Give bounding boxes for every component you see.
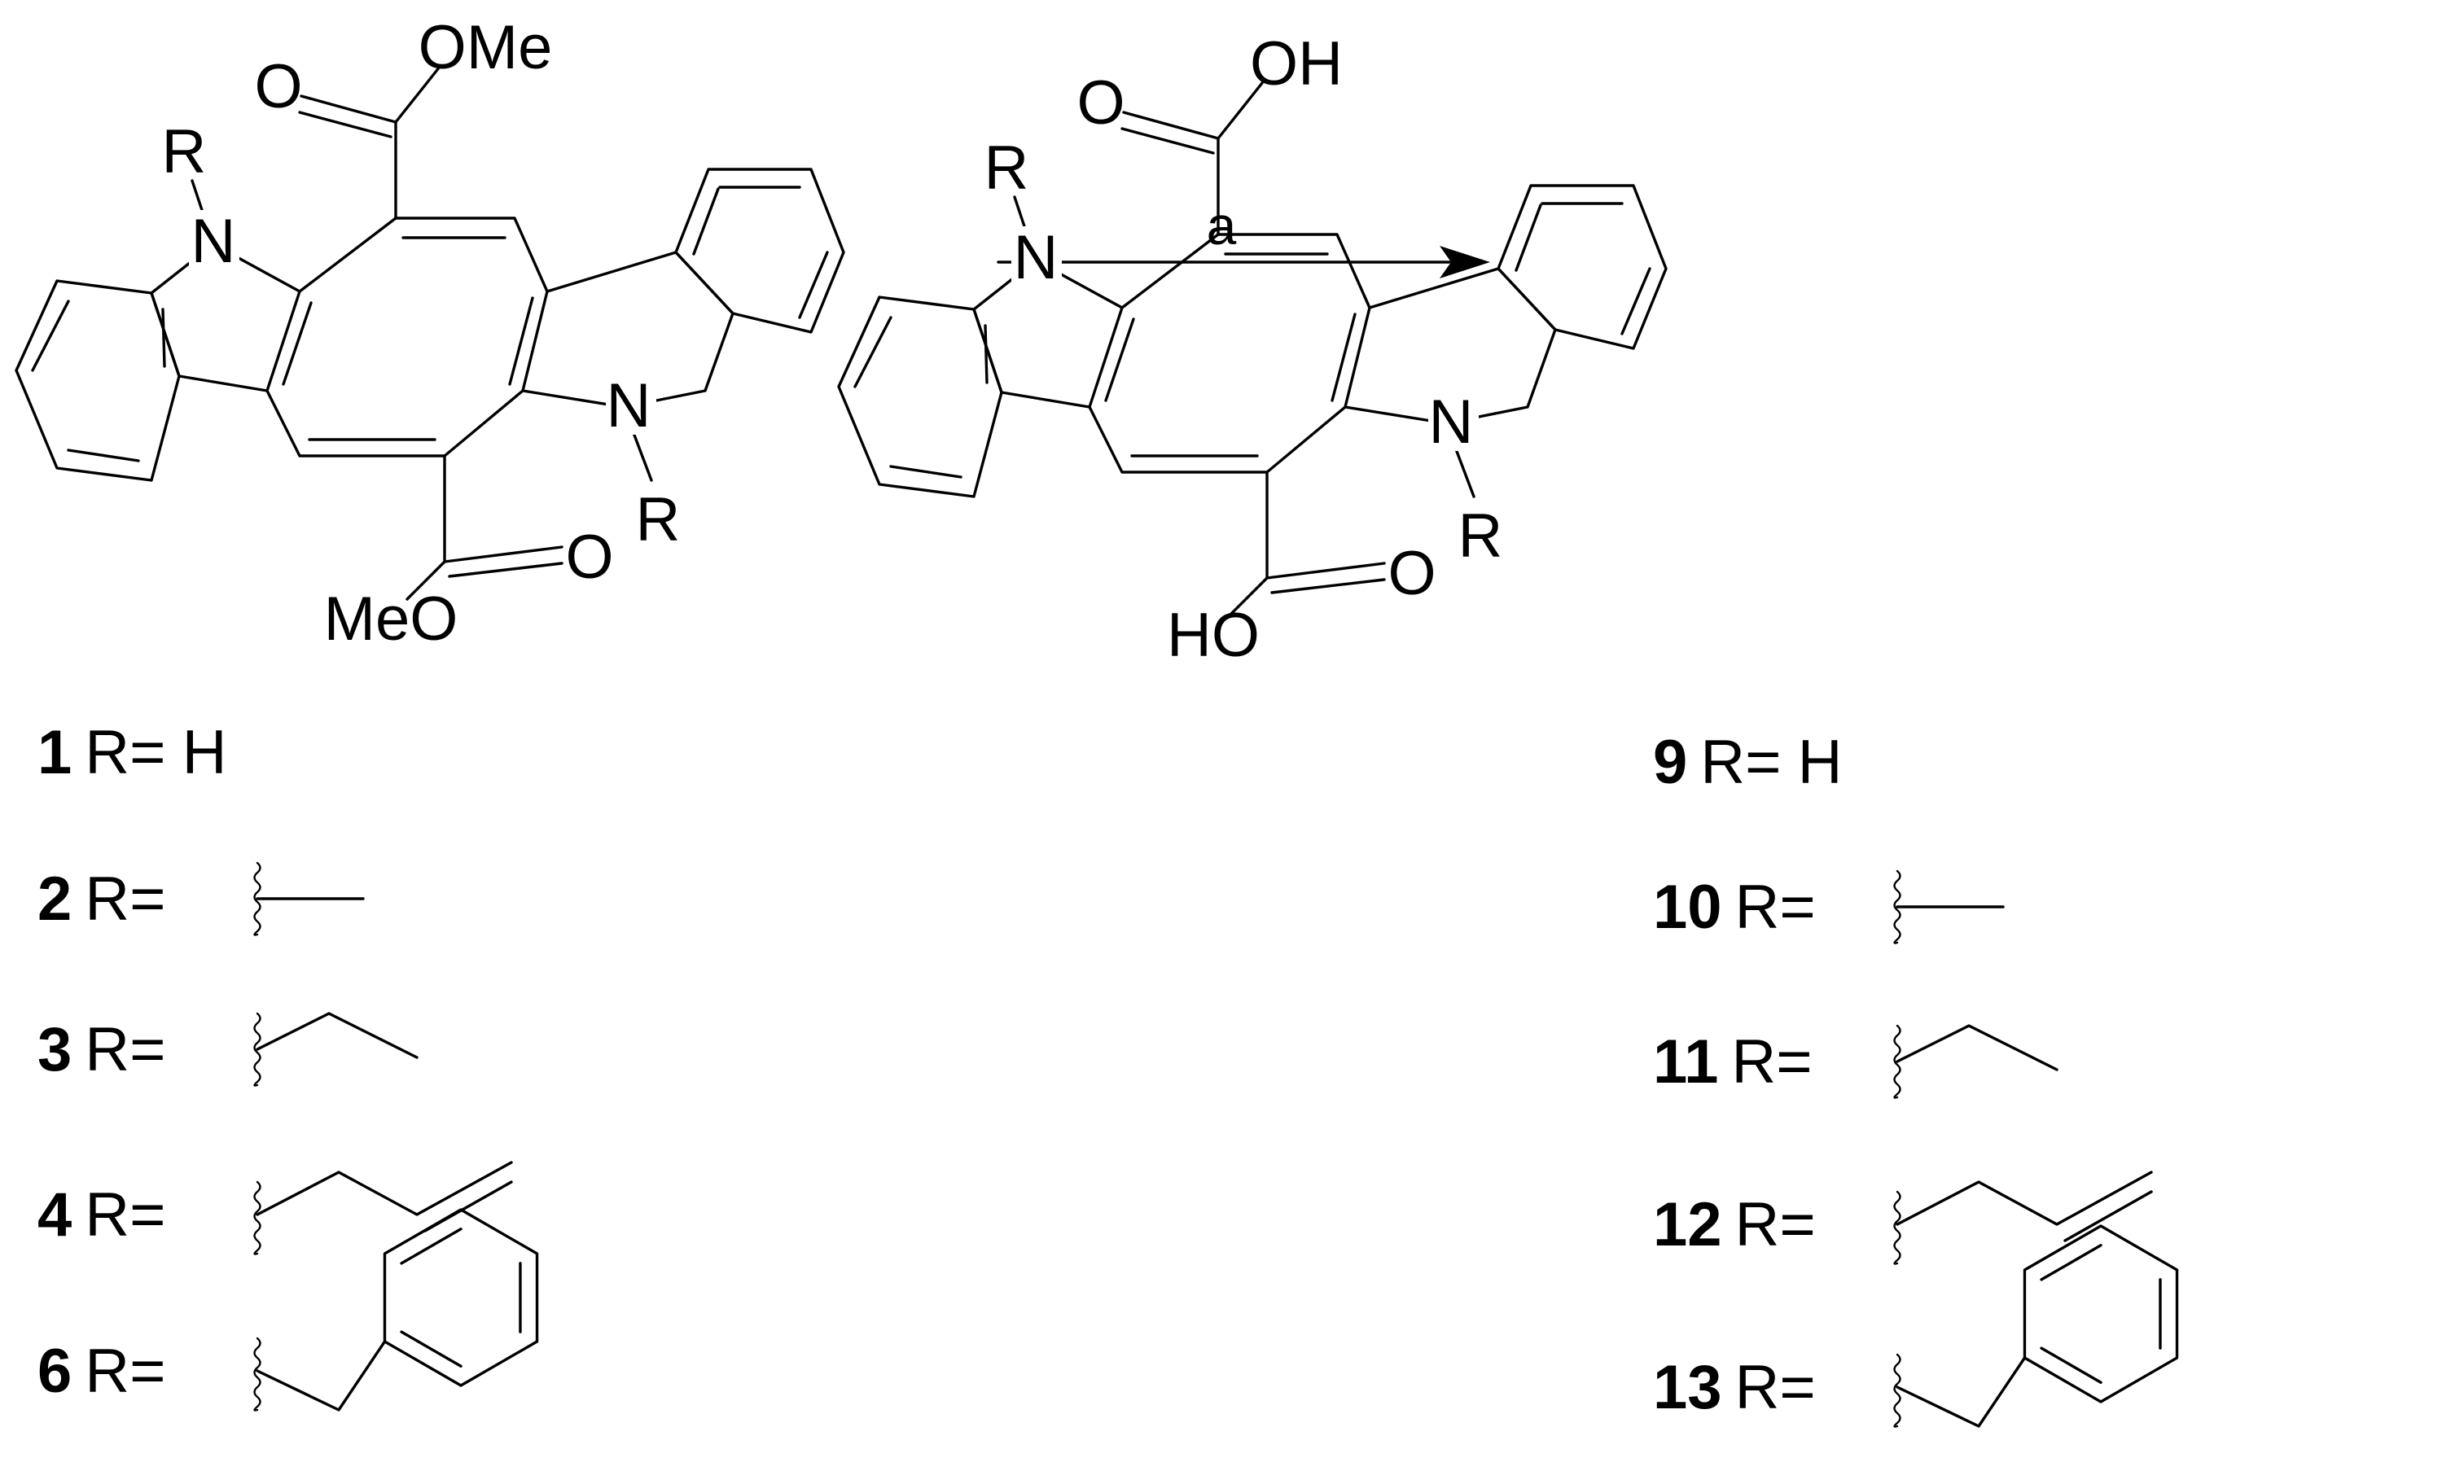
r-equals-label: R= bbox=[85, 718, 165, 787]
r-equals-label: R= bbox=[85, 865, 165, 934]
compound-number: 11 bbox=[1653, 1027, 1718, 1097]
substituent-text: H bbox=[182, 718, 227, 787]
benzyl-ring bbox=[383, 1208, 539, 1387]
product-r-top: R bbox=[984, 134, 1029, 203]
wavy-bond-marker bbox=[1893, 1190, 1901, 1265]
compound-number: 6 bbox=[37, 1337, 72, 1406]
product-n-bottom: N bbox=[1429, 387, 1474, 457]
compound-number: 9 bbox=[1653, 728, 1687, 797]
r-equals-label: R= bbox=[85, 1337, 165, 1406]
benzyl-inner-double-bond bbox=[400, 1330, 463, 1368]
reactant-n-bottom: N bbox=[607, 371, 651, 440]
compound-number: 3 bbox=[37, 1015, 72, 1084]
compound-number: 2 bbox=[37, 865, 72, 934]
benzyl-ch2-bonds bbox=[1896, 1356, 2027, 1428]
ethyl-bonds bbox=[256, 1012, 419, 1059]
wavy-bond-marker bbox=[1893, 1353, 1901, 1428]
r-equals-label: R= bbox=[1731, 1027, 1812, 1097]
wavy-bond-marker bbox=[253, 861, 261, 936]
product-carbonyl-o-top: O bbox=[1076, 68, 1125, 138]
product-structure: N N R R O OH O HO bbox=[837, 29, 1668, 670]
benzyl-inner-double-bond bbox=[2040, 1346, 2102, 1384]
r-equals-label: R= bbox=[1735, 1190, 1816, 1259]
wavy-bond-marker bbox=[253, 1012, 261, 1087]
compound-number: 4 bbox=[37, 1180, 72, 1250]
compound-number: 1 bbox=[37, 718, 72, 787]
product-n-top: N bbox=[1014, 223, 1059, 292]
wavy-bond-marker bbox=[1893, 1024, 1901, 1099]
r-equals-label: R= bbox=[85, 1015, 165, 1084]
condition-label: a bbox=[1207, 195, 1237, 256]
wavy-bond-marker bbox=[253, 1337, 261, 1412]
reactant-r-bottom: R bbox=[636, 485, 681, 554]
benzyl-ch2-bonds bbox=[256, 1340, 387, 1412]
reactant-ome-top: OMe bbox=[419, 13, 553, 82]
allyl-double-bond bbox=[2063, 1190, 2153, 1242]
compound-number: 13 bbox=[1653, 1353, 1722, 1422]
r-equals-label: R= bbox=[85, 1180, 165, 1250]
reactant-meo-bottom: MeO bbox=[324, 584, 458, 654]
product-r-bottom: R bbox=[1458, 501, 1503, 571]
reactant-structure: N N R R O OMe O MeO bbox=[15, 13, 845, 654]
reactant-carbonyl-o-top: O bbox=[254, 52, 302, 121]
compound-number: 10 bbox=[1653, 873, 1722, 942]
r-equals-label: R= bbox=[1700, 728, 1781, 797]
r-equals-label: R= bbox=[1735, 1353, 1816, 1422]
product-ho-bottom: HO bbox=[1167, 601, 1260, 670]
compound-number: 12 bbox=[1653, 1190, 1722, 1259]
wavy-bond-marker bbox=[253, 1180, 261, 1255]
ethyl-bonds bbox=[1896, 1024, 2058, 1071]
allyl-bonds bbox=[256, 1161, 513, 1216]
reactant-n-top: N bbox=[191, 207, 236, 276]
allyl-bonds bbox=[1896, 1171, 2153, 1226]
reactant-carbonyl-o-bottom: O bbox=[565, 523, 613, 592]
benzyl-inner-double-bond bbox=[400, 1228, 463, 1265]
benzyl-ring bbox=[2023, 1224, 2179, 1403]
r-equals-label: R= bbox=[1735, 873, 1816, 942]
reactant-r-top: R bbox=[162, 117, 207, 186]
benzyl-inner-double-bond bbox=[2040, 1244, 2102, 1281]
wavy-bond-marker bbox=[1893, 869, 1901, 944]
reaction-arrow: a bbox=[997, 195, 1490, 278]
product-carbonyl-o-bottom: O bbox=[1388, 539, 1436, 608]
product-oh-top: OH bbox=[1250, 29, 1343, 98]
substituent-text: H bbox=[1798, 728, 1843, 797]
